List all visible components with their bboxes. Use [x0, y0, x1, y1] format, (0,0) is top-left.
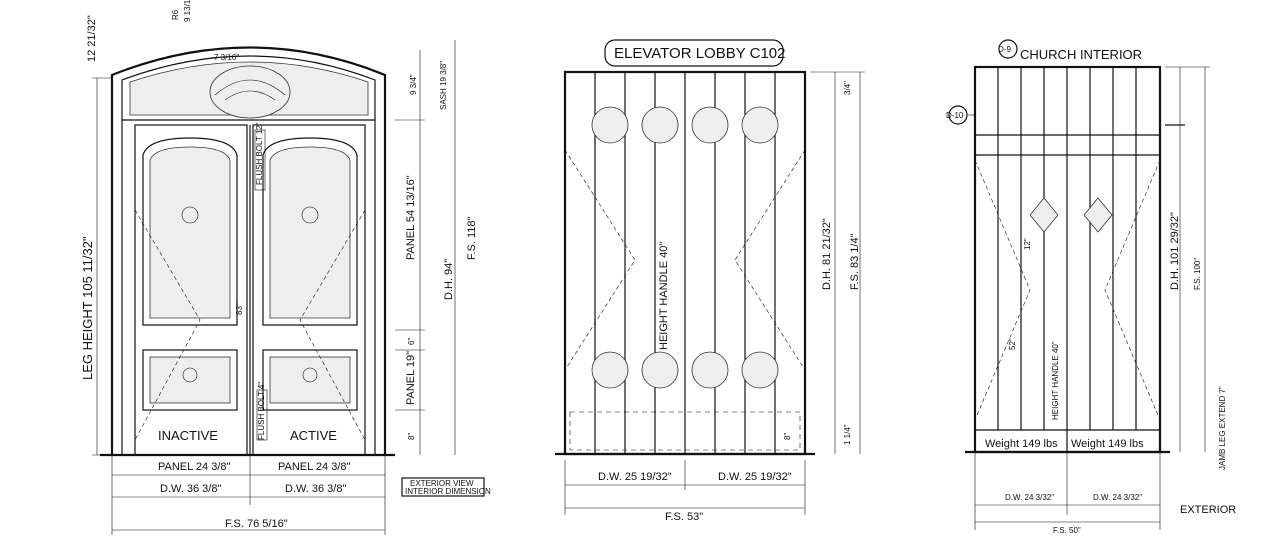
dw-left-label: D.W. 24 3/32"	[1005, 493, 1054, 502]
fs-bottom-label: F.S. 53"	[665, 511, 703, 523]
fs-label: F.S. 83 1/4"	[849, 233, 861, 290]
legend-box	[401, 477, 485, 497]
fs-bottom-label: F.S. 50"	[1053, 526, 1081, 535]
tag-d9	[998, 39, 1018, 59]
arched-door-drawing: LEG HEIGHT 105 11/32" 12 21/32" 9 13/16"…	[80, 0, 491, 535]
panel-left-label: PANEL 24 3/8"	[158, 461, 230, 473]
dim-12-label: 12"	[1023, 238, 1032, 250]
dh-label: D.H. 101 29/32"	[1169, 212, 1181, 290]
dh-label: D.H. 81 21/32"	[821, 218, 833, 290]
dh-label: D.H. 94"	[443, 259, 455, 300]
fs-label: F.S. 100"	[1193, 258, 1202, 290]
dw-right-label: D.W. 25 19/32"	[718, 471, 792, 483]
transom-right-label: 9 3/4"	[409, 74, 418, 95]
panel-right-label: PANEL 24 3/8"	[278, 461, 350, 473]
dim-8-label: 8"	[407, 433, 416, 440]
height-handle-label: HEIGHT HANDLE 40"	[658, 242, 670, 350]
dw-left-label: D.W. 25 19/32"	[598, 471, 672, 483]
top-small-label: 9 13/16"	[183, 0, 192, 22]
elevator-title: ELEVATOR LOBBY C102	[614, 45, 785, 62]
weight-right-label: Weight 149 lbs	[1071, 438, 1144, 450]
leg-height-label: LEG HEIGHT 105 11/32"	[80, 236, 95, 380]
church-title: CHURCH INTERIOR	[1020, 47, 1142, 62]
top-rise-label: 12 21/32"	[86, 15, 98, 62]
inactive-label: INACTIVE	[158, 428, 218, 443]
radius-label: R6	[171, 9, 180, 20]
sash-top-label: 7 3/16"	[214, 53, 239, 62]
elevator-lobby-drawing: ELEVATOR LOBBY C102 HEIGHT HANDLE 40" D.…	[555, 39, 865, 523]
dw-left-label: D.W. 36 3/8"	[160, 483, 221, 495]
dim-6-label: 6"	[407, 338, 416, 345]
dim-52-label: 52"	[1008, 338, 1017, 350]
top-dim-label: 3/4"	[843, 81, 852, 95]
dim-8-label: 8"	[783, 433, 792, 440]
interior-dim-label: INTERIOR DIMENSION	[405, 487, 491, 496]
height-handle-label: HEIGHT HANDLE 40"	[1051, 341, 1060, 420]
tag-side-label: D-10	[946, 111, 964, 120]
title-box	[604, 39, 784, 67]
panel-lower-label: PANEL 19"	[405, 351, 417, 405]
church-interior-drawing: D-9 CHURCH INTERIOR D-10	[946, 39, 1236, 535]
exterior-label: EXTERIOR	[1180, 504, 1236, 516]
dw-right-label: D.W. 24 3/32"	[1093, 493, 1142, 502]
active-label: ACTIVE	[290, 428, 337, 443]
tag-d10	[948, 105, 968, 125]
sash-label: SASH 19 3/8"	[439, 61, 448, 110]
dw-right-label: D.W. 36 3/8"	[285, 483, 346, 495]
flush-bolt-top-label: FLUSH BOLT 12"	[255, 122, 264, 185]
panel-upper-label: PANEL 54 13/16"	[405, 175, 417, 260]
tag-top-label: D-9	[998, 45, 1011, 54]
weight-left-label: Weight 149 lbs	[985, 438, 1058, 450]
flush-bolt-bottom-label: FLUSH BOLT 4"	[257, 382, 266, 440]
bottom-dim-label: 1 1/4"	[843, 424, 852, 445]
exterior-view-label: EXTERIOR VIEW	[410, 479, 474, 488]
fs-label: F.S. 118"	[466, 216, 478, 260]
height-83-label: 83"	[235, 303, 244, 315]
jamb-leg-label: JAMB LEG EXTEND 7"	[1218, 386, 1227, 470]
fs-bottom-label: F.S. 76 5/16"	[225, 518, 288, 530]
